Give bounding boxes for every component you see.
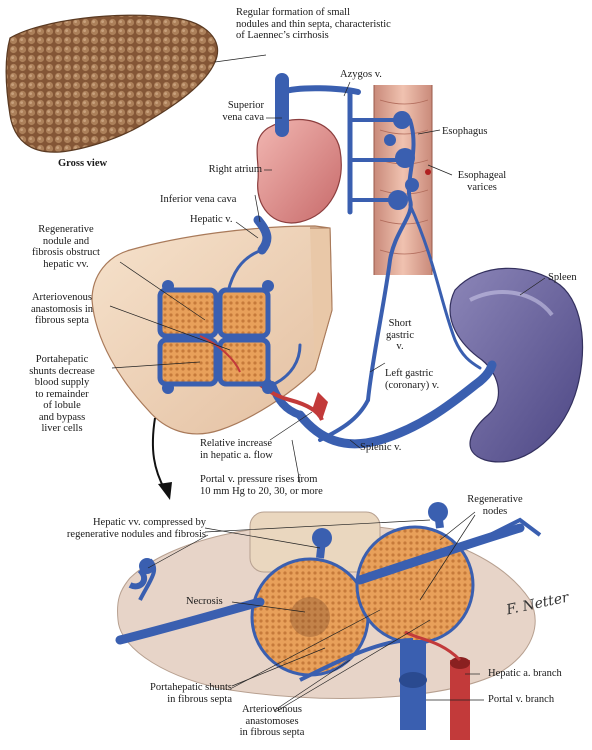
label-esophageal-varices: Esophageal varices — [452, 170, 512, 193]
portahepatic-line: and bypass — [38, 411, 86, 423]
short-gastric-line: v. — [396, 341, 404, 352]
portal-pressure-line: Portal v. pressure rises from — [200, 474, 318, 485]
label-av-anastomosis: Arteriovenous anastomosis in fibrous sep… — [10, 292, 114, 327]
hepatic-a-flow-line: in hepatic a. flow — [200, 449, 273, 461]
right-atrium — [256, 118, 342, 224]
svc-line: Superior — [227, 100, 264, 111]
label-portal-pressure: Portal v. pressure rises from 10 mm Hg t… — [200, 474, 323, 497]
av-line: anastomosis in — [30, 303, 94, 315]
regen-line: hepatic vv. — [43, 258, 89, 270]
regen-line: Regenerative — [38, 224, 94, 235]
portal-pressure-line: 10 mm Hg to 20, 30, or more — [200, 485, 323, 497]
label-gross-view: Gross view — [58, 158, 108, 169]
portahepatic-line: shunts decrease — [29, 365, 95, 377]
varices — [384, 111, 431, 210]
av-anastomoses-line: anastomoses — [245, 715, 299, 727]
hepatic-vv-line: Hepatic vv. compressed by — [92, 517, 206, 528]
varices-line: Esophageal — [457, 170, 507, 181]
av-anastomoses-line: in fibrous septa — [239, 727, 305, 738]
label-portahepatic-shunts: Portahepatic shunts in fibrous septa — [120, 682, 232, 705]
label-hepatic-a-branch: Hepatic a. branch — [488, 668, 562, 679]
hepatic-a-flow-line: Relative increase — [200, 438, 273, 449]
hepatic-vv-line: regenerative nodules and fibrosis — [66, 528, 206, 540]
label-regen-nodule: Regenerative nodule and fibrosis obstruc… — [8, 224, 124, 270]
regen-line: nodule and — [42, 235, 90, 247]
portahepatic-line: Portahepatic — [35, 354, 89, 365]
regen-line: fibrosis obstruct — [32, 247, 100, 258]
varices-line: varices — [467, 181, 497, 193]
label-right-atrium: Right atrium — [208, 164, 262, 175]
label-splenic-v: Splenic v. — [360, 442, 402, 453]
leader-lines — [109, 54, 546, 713]
portahepatic-line: blood supply — [34, 377, 90, 388]
av-line: fibrous septa — [35, 315, 89, 326]
lobules — [157, 280, 274, 394]
label-hepatic-a-flow: Relative increase in hepatic a. flow — [200, 438, 273, 461]
caption-line: of Laennec’s cirrhosis — [236, 30, 329, 41]
label-hepatic-v: Hepatic v. — [190, 214, 233, 225]
veins-upper — [226, 73, 482, 442]
label-esophagus: Esophagus — [442, 126, 488, 137]
short-gastric-line: gastric — [386, 329, 414, 341]
shunts-line: in fibrous septa — [167, 693, 232, 705]
av-anastomoses-line: Arteriovenous — [241, 704, 303, 715]
label-av-anastomoses: Arteriovenous anastomoses in fibrous sep… — [222, 704, 322, 739]
arrow-head — [158, 482, 172, 500]
svc-line: vena cava — [222, 111, 264, 123]
caption-line: nodules and thin septa, characteristic — [236, 18, 391, 30]
label-hepatic-vv-compressed: Hepatic vv. compressed by regenerative n… — [30, 517, 206, 540]
label-spleen: Spleen — [548, 272, 577, 283]
left-gastric-line: Left gastric — [385, 368, 434, 379]
short-gastric-line: Short — [388, 318, 412, 329]
shunts-line: Portahepatic shunts — [150, 682, 232, 693]
label-portal-v-branch: Portal v. branch — [488, 694, 555, 705]
label-regen-nodes: Regenerative nodes — [460, 494, 530, 517]
label-short-gastric: Short gastric v. — [378, 318, 422, 353]
label-ivc: Inferior vena cava — [160, 194, 237, 205]
label-svc: Superior vena cava — [200, 100, 264, 123]
hepatic-artery-end — [312, 392, 328, 420]
curved-arrow — [151, 417, 166, 491]
label-necrosis: Necrosis — [186, 596, 223, 607]
gross-liver — [5, 14, 219, 153]
portahepatic-line: of lobule — [43, 400, 81, 411]
label-azygos: Azygos v. — [340, 69, 382, 80]
label-portahepatic: Portahepatic shunts decrease blood suppl… — [10, 354, 114, 435]
portahepatic-line: to remainder — [35, 388, 89, 400]
regen-nodes-line: nodes — [482, 505, 508, 517]
portahepatic-line: liver cells — [41, 423, 83, 434]
spleen — [449, 267, 584, 463]
label-top-caption: Regular formation of small nodules and t… — [236, 7, 391, 42]
av-line: Arteriovenous — [31, 292, 93, 303]
caption-line: Regular formation of small — [236, 7, 351, 18]
lower-panel — [115, 502, 542, 740]
label-left-gastric: Left gastric (coronary) v. — [385, 368, 439, 391]
regen-nodes-line: Regenerative — [467, 494, 523, 505]
left-gastric-line: (coronary) v. — [385, 379, 440, 391]
